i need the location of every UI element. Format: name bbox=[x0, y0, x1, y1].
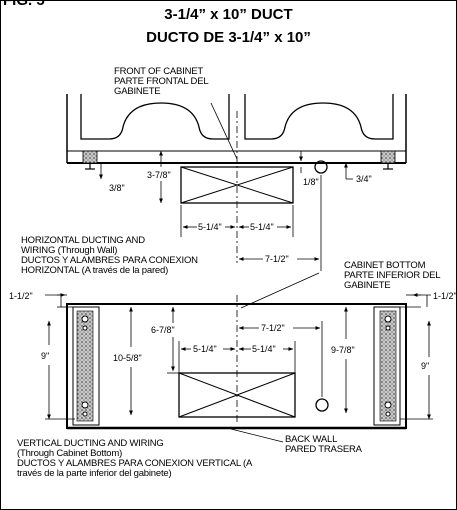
dim-9-right: 9" bbox=[421, 361, 429, 371]
dim-5-1-4-top-right: 5-1/4" bbox=[250, 222, 274, 232]
dim-6-7-8: 6-7/8" bbox=[151, 325, 175, 335]
bottom-view-dimensions bbox=[45, 293, 433, 420]
dim-7-1-2-top: 7-1/2" bbox=[265, 254, 289, 264]
dim-3-7-8: 3-7/8" bbox=[147, 170, 171, 180]
duct-size-title-spanish: DUCTO DE 3-1/4” x 10” bbox=[146, 29, 311, 46]
cabinet-front-view bbox=[66, 94, 407, 263]
duct-size-title: 3-1/4” x 10” DUCT bbox=[164, 6, 293, 23]
duct-opening-bottom bbox=[178, 372, 296, 418]
dim-5-1-4-top-left: 5-1/4" bbox=[198, 222, 222, 232]
back-wall-label: BACK WALL PARED TRASERA bbox=[285, 434, 362, 455]
dim-5-1-4-bottom-left: 5-1/4" bbox=[193, 344, 217, 354]
front-of-cabinet-label: FRONT OF CABINET PARTE FRONTAL DEL GABIN… bbox=[114, 66, 209, 97]
dim-5-1-4-bottom-right: 5-1/4" bbox=[252, 344, 276, 354]
dim-9-7-8: 9-7/8" bbox=[331, 345, 355, 355]
top-view-dimensions bbox=[99, 150, 353, 271]
figure-label: FIG. 5 bbox=[3, 0, 45, 9]
wiring-hole-top bbox=[314, 160, 328, 174]
dim-9-left: 9" bbox=[41, 351, 49, 361]
dim-7-1-2-bottom: 7-1/2" bbox=[261, 323, 285, 333]
cabinet-bottom-label: CABINET BOTTOM PARTE INFERIOR DEL GABINE… bbox=[344, 260, 441, 291]
dim-3-4: 3/4" bbox=[356, 174, 372, 184]
vertical-ducting-note: VERTICAL DUCTING AND WIRING (Through Cab… bbox=[17, 438, 253, 479]
dim-3-8: 3/8" bbox=[109, 183, 125, 193]
dim-1-1-2-right: 1-1/2" bbox=[433, 291, 456, 301]
dim-10-5-8: 10-5/8" bbox=[113, 353, 142, 363]
dim-1-1-2-left: 1-1/2" bbox=[9, 291, 33, 301]
horizontal-ducting-note: HORIZONTAL DUCTING AND WIRING (Through W… bbox=[21, 235, 198, 276]
wiring-hole-bottom bbox=[315, 398, 329, 412]
cabinet-bottom-view bbox=[66, 272, 407, 443]
dim-1-8: 1/8" bbox=[303, 177, 319, 187]
duct-opening-top bbox=[180, 166, 294, 204]
